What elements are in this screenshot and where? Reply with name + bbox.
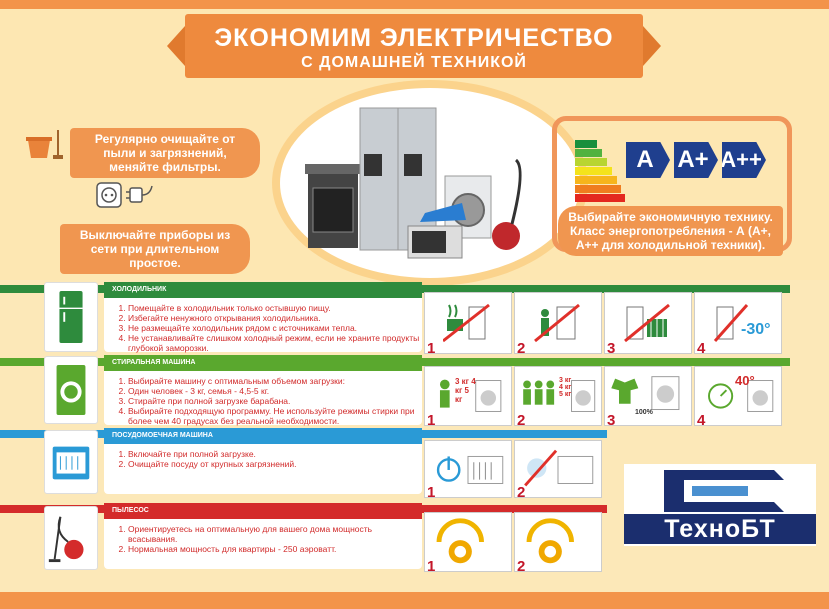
energy-bar: [575, 149, 602, 157]
class-a-badge: A: [626, 142, 670, 178]
logo-text: ТехноБТ: [624, 514, 816, 544]
load-label: 3 кг 4 кг 5 кг: [559, 377, 572, 398]
tip-choose-efficient: Выбирайте экономичную технику. Класс эне…: [558, 206, 783, 256]
panel-number: 3: [607, 340, 616, 357]
panel-number: 1: [427, 558, 436, 575]
panel-number: 2: [517, 340, 526, 357]
panel-number: 4: [697, 412, 706, 429]
vacuum-panel-1: 1: [424, 512, 512, 575]
open-door-crossed-icon: [534, 303, 580, 343]
list-item: Не размещайте холодильник рядом с источн…: [128, 323, 422, 333]
washer-panel-2: 3 кг 4 кг 5 кг 2: [514, 366, 602, 429]
energy-bar: [575, 167, 612, 175]
load-label: 100%: [635, 409, 653, 416]
appliances-icon: [305, 107, 522, 259]
technobt-logo: ТехноБТ: [624, 464, 816, 546]
dishwasher-panel-2: 2: [514, 440, 602, 501]
temperature-dial-icon: [708, 380, 774, 412]
title-banner: ЭКОНОМИМ ЭЛЕКТРИЧЕСТВО С ДОМАШНЕЙ ТЕХНИК…: [167, 14, 661, 78]
power-dial-icon: [436, 518, 484, 564]
power-button-icon: [436, 455, 504, 484]
tip-unplug-devices: Выключайте приборы из сети при длительно…: [60, 224, 250, 274]
fridge-panel-4: -30° 4: [694, 292, 782, 357]
list-item: Избегайте ненужного открывания холодильн…: [128, 313, 422, 323]
washer-section-title: СТИРАЛЬНАЯ МАШИНА: [104, 355, 422, 371]
dishwasher-section-icon-box: [44, 430, 98, 494]
energy-rating-chart-icon: [575, 140, 625, 202]
energy-bar: [575, 140, 597, 148]
list-item: Ориентируетесь на оптимальную для вашего…: [128, 524, 422, 544]
panel-number: 1: [427, 484, 436, 501]
dishwasher-panel-1: 1: [424, 440, 512, 501]
heater-crossed-icon: [624, 303, 670, 343]
vacuum-tips: Ориентируетесь на оптимальную для вашего…: [104, 519, 422, 569]
fridge-panel-2: 2: [514, 292, 602, 357]
list-item: Нормальная мощность для квартиры - 250 а…: [128, 544, 422, 554]
washer-panel-3: 100% 3: [604, 366, 692, 429]
washing-machine-icon: [56, 364, 86, 416]
list-item: Стирайте при полной загрузке барабана.: [128, 396, 422, 406]
fridge-tips: Помещайте в холодильник только остывшую …: [104, 298, 422, 353]
dirty-dishes-crossed-icon: [524, 449, 594, 487]
power-dial-icon: [526, 518, 574, 564]
energy-bar: [575, 194, 625, 202]
top-stripe: [0, 0, 829, 9]
vacuum-cleaner-icon: [48, 516, 84, 563]
washer-section-icon-box: [44, 356, 98, 424]
fridge-section-icon-box: [44, 282, 98, 352]
panel-number: 1: [427, 340, 436, 357]
energy-bar: [575, 176, 617, 184]
hot-food-crossed-icon: [443, 303, 490, 343]
panel-number: 2: [517, 412, 526, 429]
family-load-icon: [523, 380, 596, 412]
list-item: Один человек - 3 кг, семья - 4,5-5 кг.: [128, 386, 422, 396]
fridge-icon: [59, 291, 83, 343]
list-item: Включайте при полной загрузке.: [128, 449, 422, 459]
list-item: Очищайте посуду от крупных загрязнений.: [128, 459, 422, 469]
dishwasher-icon: [52, 446, 90, 480]
full-load-icon: [611, 376, 680, 411]
list-item: Не устанавливайте слишком холодный режим…: [128, 333, 422, 353]
washer-panel-4: 40° 4: [694, 366, 782, 429]
page-title: ЭКОНОМИМ ЭЛЕКТРИЧЕСТВО: [214, 24, 614, 52]
appliances-illustration: [280, 88, 580, 278]
bucket-mop-icon: [26, 130, 63, 159]
class-a-plus-badge: A+: [674, 142, 718, 178]
temperature-label: -30°: [741, 321, 771, 338]
class-a-plus-plus-badge: A++: [722, 142, 766, 178]
single-person-load-icon: [439, 379, 502, 412]
panel-number: 4: [697, 340, 706, 357]
page-subtitle: С ДОМАШНЕЙ ТЕХНИКОЙ: [301, 54, 527, 71]
dishwasher-tips: Включайте при полной загрузке. Очищайте …: [104, 444, 422, 494]
dishwasher-section-title: ПОСУДОМОЕЧНАЯ МАШИНА: [104, 428, 422, 444]
bottom-stripe: [0, 592, 829, 609]
list-item: Помещайте в холодильник только остывшую …: [128, 303, 422, 313]
fridge-section-title: ХОЛОДИЛЬНИК: [104, 282, 422, 298]
panel-number: 2: [517, 558, 526, 575]
panel-number: 3: [607, 412, 616, 429]
fridge-panel-1: 1: [424, 292, 512, 357]
panel-number: 1: [427, 412, 436, 429]
washer-tips: Выбирайте машину с оптимальным объемом з…: [104, 371, 422, 426]
energy-bar: [575, 158, 607, 166]
fridge-panel-3: 3: [604, 292, 692, 357]
logo-mark-icon: [664, 470, 784, 512]
power-socket-icon: [96, 182, 153, 208]
list-item: Выбирайте машину с оптимальным объемом з…: [128, 376, 422, 386]
list-item: Выбирайте подходящую программу. Не испол…: [128, 406, 422, 426]
temperature-label: 40°: [735, 373, 755, 388]
vacuum-section-title: ПЫЛЕСОС: [104, 503, 422, 519]
tip-clean-filters: Регулярно очищайте от пыли и загрязнений…: [70, 128, 260, 178]
vacuum-section-icon-box: [44, 506, 98, 570]
load-label: 3 кг 4 кг 5 кг: [455, 377, 476, 404]
panel-number: 2: [517, 484, 526, 501]
washer-panel-1: 3 кг 4 кг 5 кг 1: [424, 366, 512, 429]
energy-bar: [575, 185, 621, 193]
vacuum-panel-2: 2: [514, 512, 602, 575]
cold-mode-crossed-icon: [713, 304, 749, 342]
